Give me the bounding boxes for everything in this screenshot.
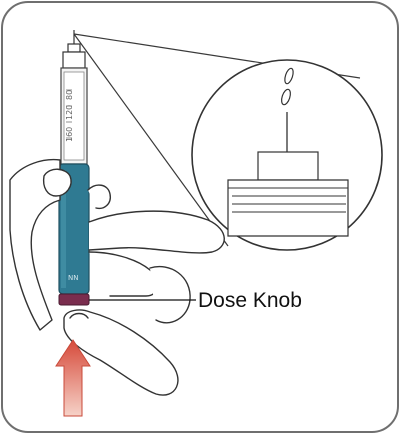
pen-cartridge: 80 120 160	[60, 67, 88, 165]
up-arrow-icon	[55, 339, 91, 417]
zoom-circle	[191, 59, 383, 251]
zoom-cartridge-ridges	[228, 187, 348, 213]
zoom-droplet-upper	[284, 67, 294, 85]
scale-mark-160: 160	[65, 127, 74, 142]
dose-knob	[58, 293, 90, 306]
hand-outline	[9, 158, 225, 396]
zoom-cartridge-top	[227, 179, 349, 237]
zoom-droplet-lower	[281, 88, 291, 106]
scale-mark-120: 120	[65, 105, 74, 120]
dose-knob-label: Dose Knob	[198, 289, 302, 312]
scale-mark-80: 80	[65, 90, 74, 100]
pen-needle	[62, 30, 86, 69]
pen-mark-label: NN	[68, 274, 78, 282]
zoom-needle-hub	[257, 151, 319, 181]
